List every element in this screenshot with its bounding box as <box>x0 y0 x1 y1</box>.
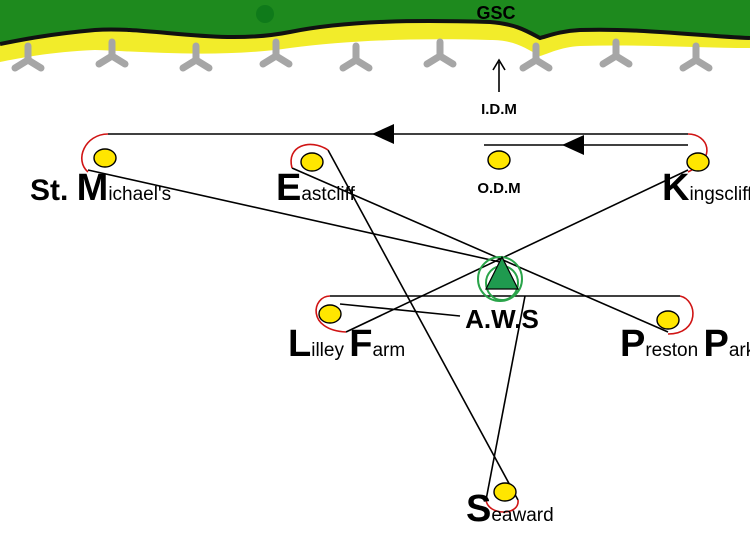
route-kingscliff-lilleyfarm <box>345 169 689 333</box>
aws-hub[interactable]: A.W.S <box>465 255 539 334</box>
stone-shape <box>679 42 713 72</box>
route-lilleyfarm-prestonpark-lower <box>339 303 461 317</box>
label-st-michaels-part1: St. <box>30 174 77 207</box>
label-eastcliff-rest: astcliff <box>301 184 355 205</box>
label-st-michaels-part2: M <box>77 167 109 209</box>
turn-arc-seaward <box>485 499 519 513</box>
route-lines <box>87 133 689 501</box>
station-eastcliff[interactable] <box>300 152 324 172</box>
label-eastcliff-initial: E <box>276 167 301 209</box>
idm-marker: I.D.M <box>481 58 517 118</box>
grass-edge <box>0 19 750 46</box>
stone-shape <box>11 42 45 72</box>
label-kingscliff: Kingscliff <box>662 167 750 209</box>
stone-shape <box>339 42 373 72</box>
route-stmichaels-aws <box>87 169 501 263</box>
label-kingscliff-rest: ingscliff <box>689 184 750 205</box>
odm-label: O.D.M <box>477 180 520 197</box>
direction-arrow-left-odm <box>562 135 584 155</box>
label-seaward-rest: eaward <box>491 505 553 526</box>
route-aws-seaward <box>485 295 526 501</box>
turnaround-arcs <box>81 133 708 513</box>
station-lilley-farm[interactable] <box>318 304 342 324</box>
stone-row <box>11 38 713 72</box>
aws-label: A.W.S <box>465 304 539 334</box>
stone-shape <box>259 38 293 68</box>
turn-arc-st-michaels <box>81 133 109 173</box>
station-kingscliff[interactable] <box>686 152 710 172</box>
aws-ring-outer <box>477 256 523 302</box>
label-preston-initial: P <box>620 323 645 365</box>
label-farm-rest: arm <box>372 340 405 361</box>
stone-shape <box>423 38 457 68</box>
green-dot <box>256 5 274 23</box>
aws-triangle <box>485 255 519 290</box>
label-park-rest: ark <box>729 340 750 361</box>
label-eastcliff: Eastcliff <box>276 167 356 209</box>
label-seaward-initial: S <box>466 488 491 530</box>
sand-strip <box>0 21 750 62</box>
gsc-label: GSC <box>476 3 515 23</box>
stone-shape <box>95 38 129 68</box>
label-lilley-farm: Lilley Farm <box>288 323 405 365</box>
stone-shape <box>599 38 633 68</box>
label-lilley-initial: L <box>288 323 311 365</box>
stations <box>93 148 710 502</box>
route-eastcliff-seaward <box>327 149 519 501</box>
label-farm-initial: F <box>349 323 372 365</box>
idm-label: I.D.M <box>481 101 517 118</box>
station-st-michaels[interactable] <box>93 148 117 168</box>
label-kingscliff-initial: K <box>662 167 690 209</box>
turn-arc-lilley-farm <box>315 295 347 333</box>
station-odm[interactable] <box>487 150 511 170</box>
stone-shape <box>519 42 553 72</box>
shoreline <box>0 0 750 72</box>
label-park-initial: P <box>703 323 728 365</box>
label-seaward: Seaward <box>466 488 554 530</box>
label-preston-rest: reston <box>645 340 703 361</box>
station-preston-park[interactable] <box>656 310 680 330</box>
turn-arc-eastcliff <box>290 143 329 169</box>
label-preston-park: Preston Park <box>620 323 750 365</box>
label-st-michaels: St. Michael's <box>30 167 171 209</box>
station-seaward[interactable] <box>493 482 517 502</box>
route-eastcliff-prestonpark <box>291 167 669 333</box>
direction-arrow-left-top <box>372 124 394 144</box>
idm-arrow-head <box>492 58 506 71</box>
label-st-michaels-part3: ichael's <box>108 184 171 205</box>
turn-arc-preston-park <box>667 295 694 335</box>
label-lilley-rest: illey <box>311 340 349 361</box>
stone-shape <box>179 42 213 72</box>
